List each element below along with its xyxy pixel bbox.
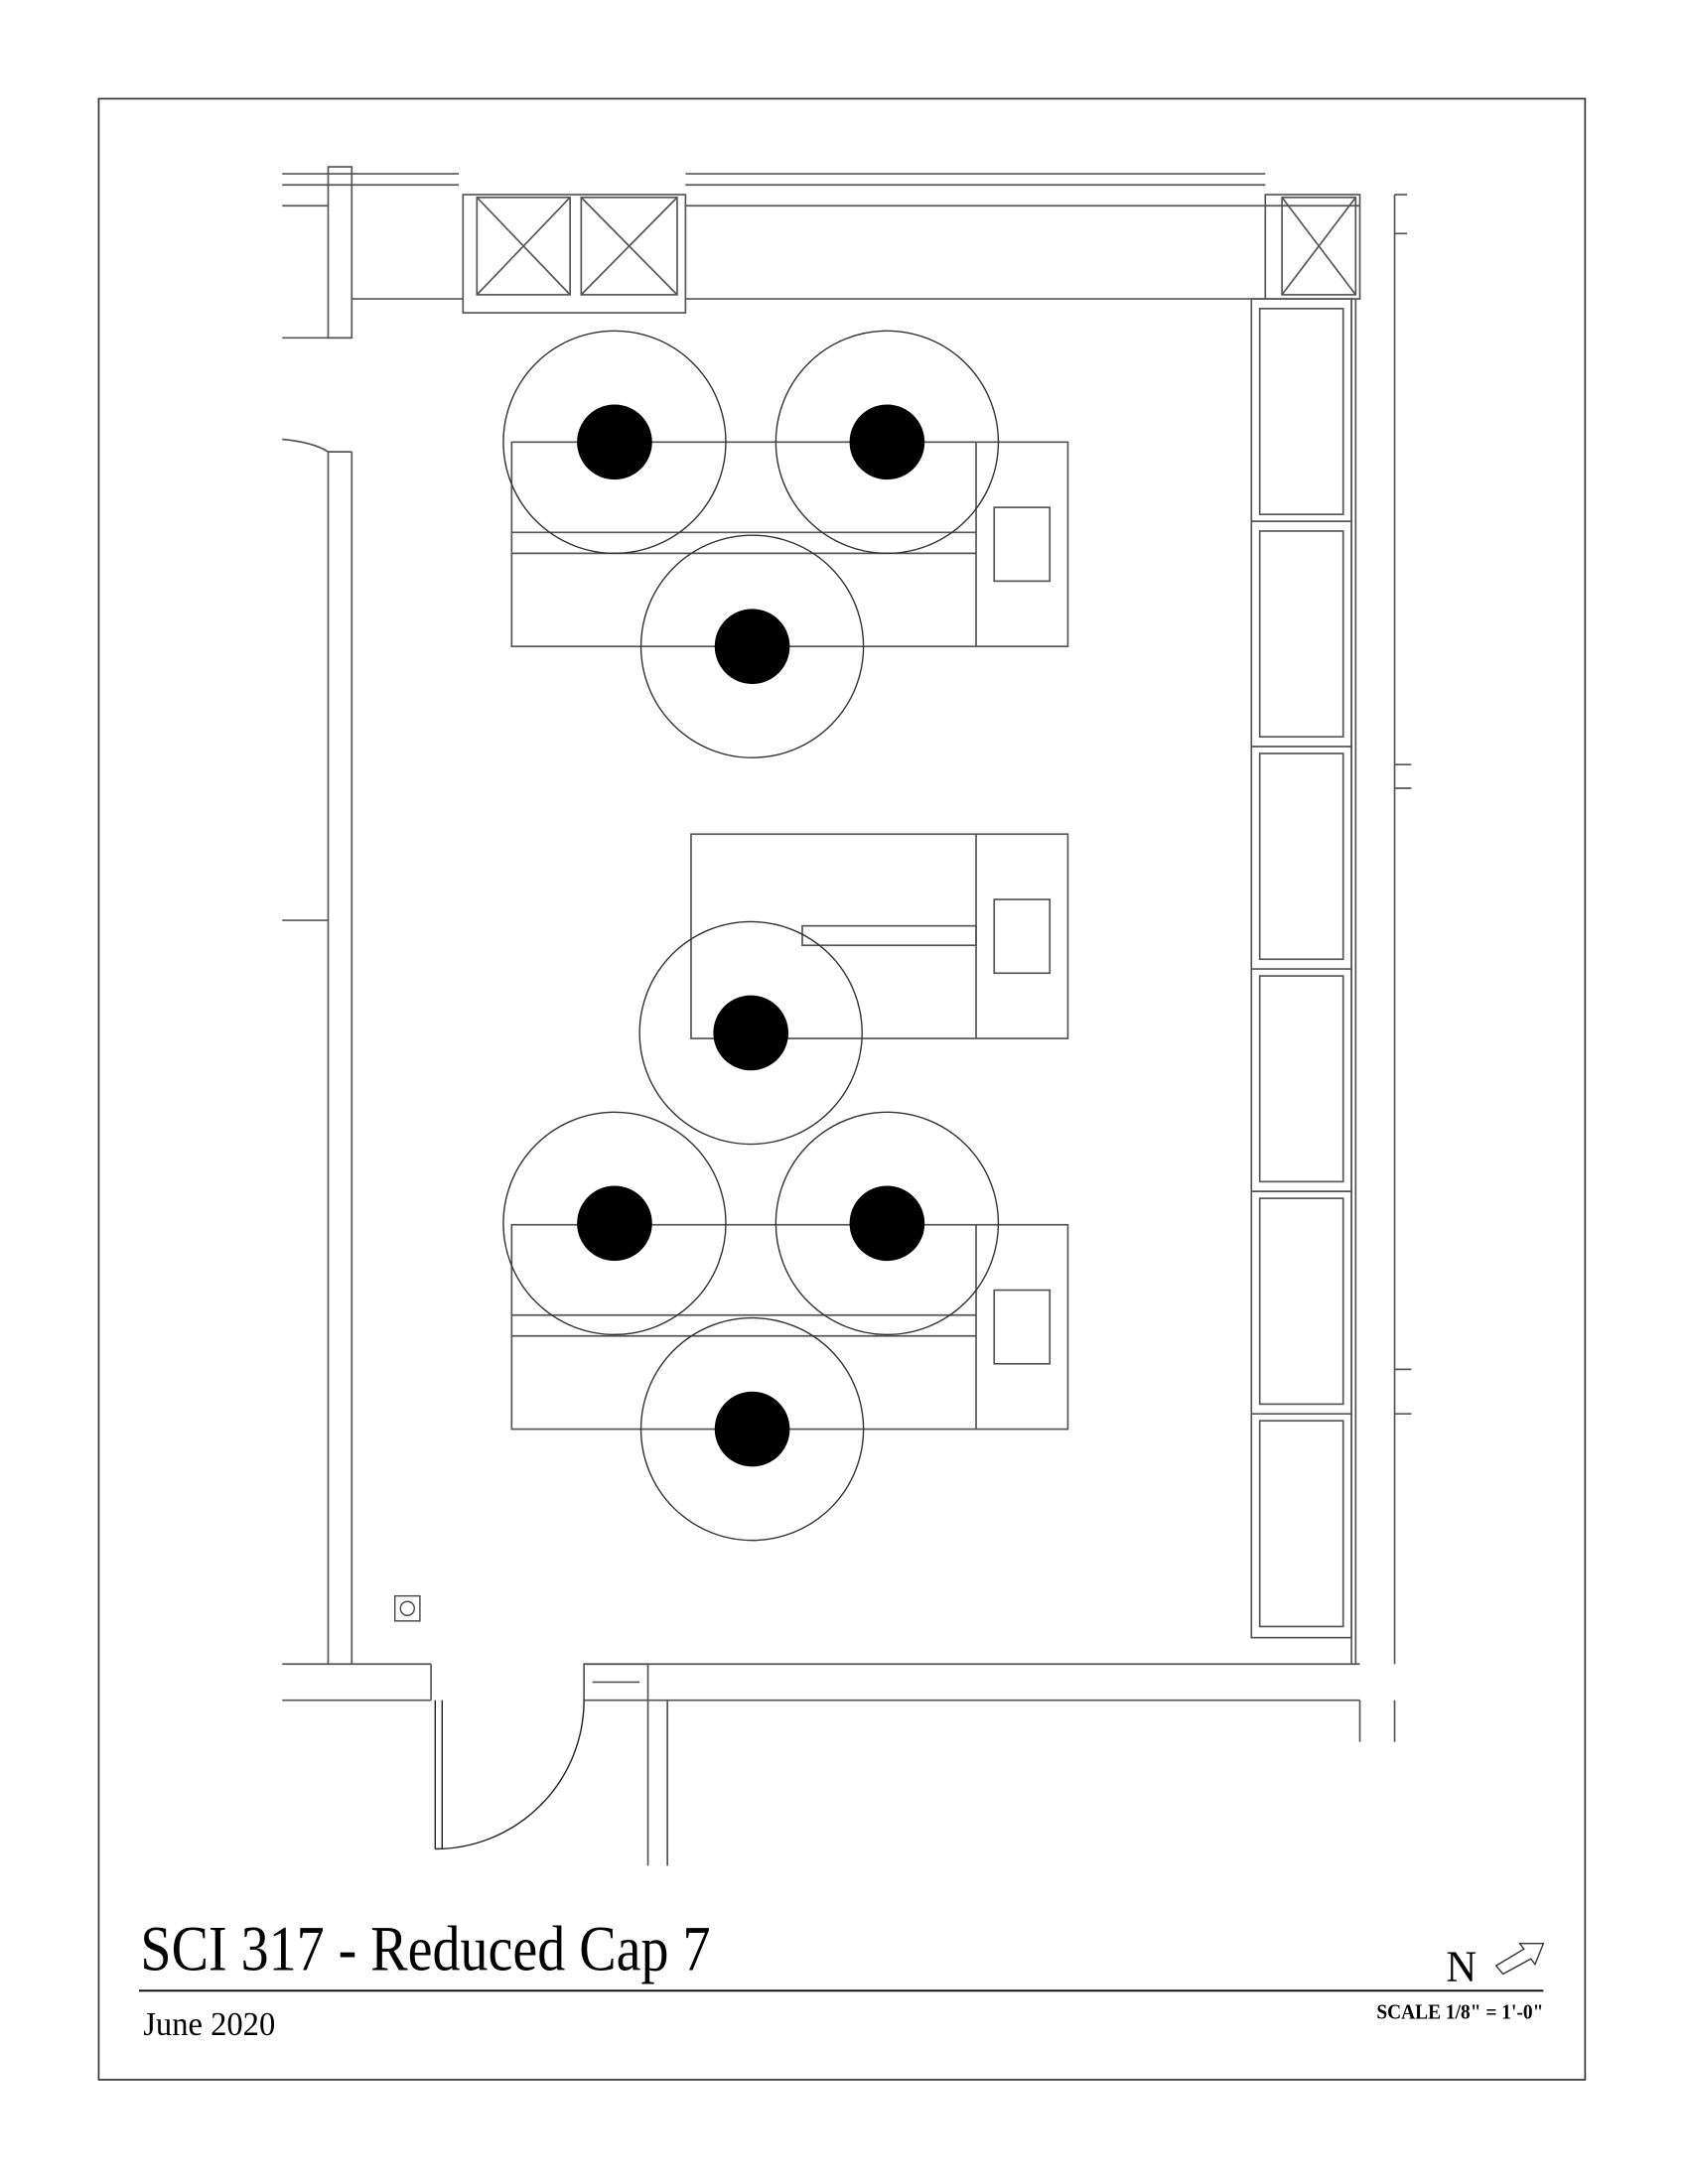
- seat-dot-icon: [714, 1391, 790, 1467]
- distance-circle: [774, 330, 1000, 555]
- seat-7: [639, 1316, 865, 1542]
- seat-5: [502, 1111, 727, 1336]
- seat-dot-icon: [849, 1185, 925, 1262]
- distance-circle: [774, 1111, 1000, 1336]
- sheet-title: SCI 317 - Reduced Cap 7: [140, 1913, 710, 1983]
- distance-circle: [502, 1111, 727, 1336]
- north-label: N: [1446, 1942, 1477, 1991]
- seat-4: [638, 920, 863, 1146]
- distance-circle: [639, 534, 865, 758]
- seat-dot-icon: [577, 1185, 652, 1262]
- bottom-wall: [282, 1663, 1396, 1866]
- seat-dot-icon: [577, 404, 652, 480]
- seat-dot-icon: [713, 995, 788, 1071]
- seat-1: [502, 330, 727, 555]
- sheet-border: [97, 97, 1587, 2081]
- table-2: [690, 833, 1069, 1039]
- distance-circle: [638, 920, 863, 1146]
- right-cabinets: [1250, 298, 1412, 1665]
- seat-6: [774, 1111, 1000, 1336]
- seats: [502, 330, 1000, 1542]
- seat-2: [774, 330, 1000, 555]
- north-arrow-icon: [1494, 1943, 1545, 1976]
- seat-dot-icon: [849, 404, 925, 480]
- scale-note: SCALE 1/8" = 1'-0": [1376, 1999, 1543, 2023]
- seat-dot-icon: [714, 609, 790, 684]
- left-wall: [282, 438, 353, 1665]
- distance-circle: [639, 1316, 865, 1542]
- top-wall: [282, 166, 1408, 1665]
- outlet-icon: [393, 1594, 421, 1622]
- distance-circle: [502, 330, 727, 555]
- seat-3: [639, 534, 865, 758]
- door: [434, 1700, 585, 1850]
- sheet-date: June 2020: [143, 2006, 275, 2043]
